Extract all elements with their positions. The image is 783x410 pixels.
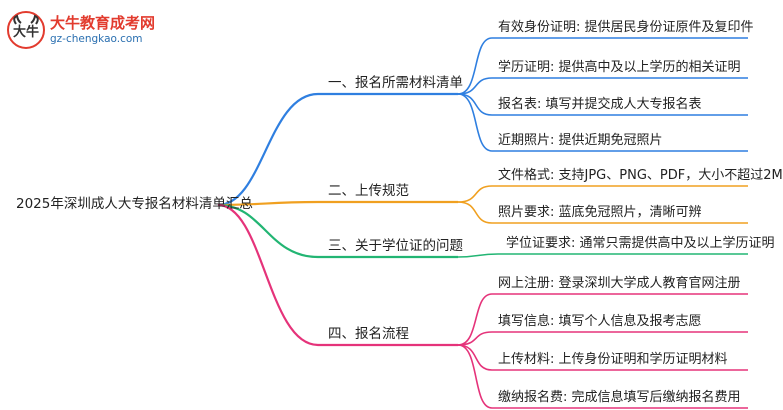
bull-logo-icon: 大牛 — [7, 11, 45, 49]
logo-url: gz-chengkao.com — [50, 33, 143, 45]
leaf-connector — [457, 331, 748, 346]
branch-label: 四、报名流程 — [328, 326, 409, 342]
leaf-label: 报名表: 填写并提交成人大专报名表 — [498, 97, 702, 112]
svg-text:大牛: 大牛 — [13, 24, 39, 40]
leaf-connector — [457, 93, 748, 116]
branch-label: 二、上传规范 — [328, 183, 409, 199]
leaf-label: 网上注册: 登录深圳大学成人教育官网注册 — [498, 276, 741, 291]
leaf-label: 照片要求: 蓝底免冠照片，清晰可辨 — [498, 205, 702, 220]
leaf-connector — [457, 293, 748, 346]
leaf-connector — [457, 201, 748, 224]
branch-connector — [217, 92, 458, 207]
leaf-label: 填写信息: 填写个人信息及报考志愿 — [498, 314, 702, 329]
leaf-connector — [457, 37, 748, 95]
mindmap-connectors — [217, 37, 748, 409]
branch-connector — [217, 203, 458, 259]
leaf-connector — [457, 253, 748, 258]
site-logo[interactable]: 大牛 大牛教育成考网 gz-chengkao.com — [6, 8, 196, 52]
mindmap: 大牛 大牛教育成考网 gz-chengkao.com 2025年深圳成人大专报名… — [6, 8, 783, 409]
branch-connector — [217, 203, 458, 347]
leaf-connector — [457, 344, 748, 409]
leaf-label: 上传材料: 上传身份证明和学历证明材料 — [498, 352, 728, 367]
branch-connector — [217, 200, 458, 207]
leaf-label: 文件格式: 支持JPG、PNG、PDF，大小不超过2M — [498, 168, 783, 183]
branch-label: 三、关于学位证的问题 — [328, 238, 463, 254]
root-topic: 2025年深圳成人大专报名材料清单汇总 — [16, 196, 253, 212]
leaf-connector — [457, 344, 748, 371]
leaf-label: 有效身份证明: 提供居民身份证原件及复印件 — [498, 20, 754, 35]
leaf-connector — [457, 93, 748, 152]
leaf-connector — [457, 77, 748, 95]
logo-title: 大牛教育成考网 — [50, 14, 156, 32]
leaf-label: 学历证明: 提供高中及以上学历的相关证明 — [498, 60, 741, 75]
branch-label: 一、报名所需材料清单 — [328, 75, 463, 91]
leaf-connector — [457, 185, 748, 203]
leaf-label: 学位证要求: 通常只需提供高中及以上学历证明 — [506, 236, 775, 251]
leaf-label: 缴纳报名费: 完成信息填写后缴纳报名费用 — [498, 390, 741, 405]
leaf-label: 近期照片: 提供近期免冠照片 — [498, 133, 663, 148]
